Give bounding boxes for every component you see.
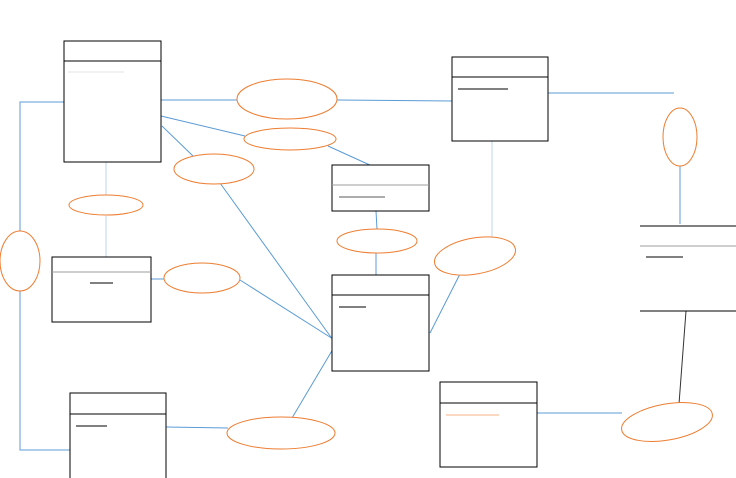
rel-11-shape bbox=[0, 230, 41, 292]
rel-10[interactable] bbox=[226, 416, 336, 450]
entity-7-box bbox=[439, 381, 538, 468]
connector-layer bbox=[19, 92, 687, 451]
rel-2[interactable] bbox=[243, 127, 337, 151]
entity-1-box bbox=[63, 40, 162, 163]
rel-3-shape bbox=[173, 153, 255, 185]
entity-5-box bbox=[51, 256, 152, 323]
rel-4[interactable] bbox=[68, 194, 144, 216]
rel-5[interactable] bbox=[163, 262, 241, 294]
rel-10-shape bbox=[226, 416, 336, 450]
connector-e3-rel6 bbox=[375, 210, 378, 230]
rel-4-shape bbox=[68, 194, 144, 216]
rel-8[interactable] bbox=[662, 107, 698, 167]
entity-4[interactable] bbox=[331, 274, 430, 372]
connector-e1-rel2 bbox=[160, 115, 246, 137]
connector-rel1-e2 bbox=[336, 99, 454, 102]
rel-9[interactable] bbox=[619, 396, 716, 447]
connector-e1-rel11 bbox=[19, 101, 64, 232]
entity-3[interactable] bbox=[331, 164, 430, 212]
rel-2-shape bbox=[243, 127, 337, 151]
rel-7[interactable] bbox=[431, 231, 518, 281]
rel-7-shape bbox=[434, 236, 516, 276]
entity-2[interactable] bbox=[451, 56, 549, 142]
rel-6[interactable] bbox=[336, 228, 418, 254]
entity-1[interactable] bbox=[63, 40, 162, 163]
rel-1[interactable] bbox=[236, 78, 338, 120]
entity-4-box bbox=[331, 274, 430, 372]
connector-rel3-e4 bbox=[219, 182, 334, 341]
connector-rel5-e4 bbox=[239, 279, 334, 340]
rel-6-shape bbox=[336, 228, 418, 254]
entity-3-box bbox=[331, 164, 430, 212]
rel-9-shape bbox=[621, 402, 713, 442]
rel-5-shape bbox=[163, 262, 241, 294]
connector-rel7-e4 bbox=[429, 273, 461, 334]
connector-e4-rel10 bbox=[291, 348, 334, 419]
connector-rel11-e8 bbox=[19, 291, 74, 451]
connector-e1-rel3 bbox=[161, 125, 194, 157]
relationships bbox=[0, 78, 716, 450]
entity-5[interactable] bbox=[51, 256, 152, 323]
rel-11[interactable] bbox=[0, 230, 41, 292]
rel-8-shape bbox=[662, 107, 698, 167]
entity-8[interactable] bbox=[69, 392, 167, 478]
entity-8-box bbox=[69, 392, 167, 478]
connector-e6-rel9 bbox=[678, 310, 687, 405]
rel-1-shape bbox=[236, 78, 338, 120]
entity-6[interactable] bbox=[640, 225, 736, 312]
entity-2-box bbox=[451, 56, 549, 142]
connector-rel2-e3 bbox=[327, 145, 373, 167]
rel-3[interactable] bbox=[173, 153, 255, 185]
connector-rel10-e8 bbox=[165, 426, 229, 429]
entity-7[interactable] bbox=[439, 381, 538, 468]
